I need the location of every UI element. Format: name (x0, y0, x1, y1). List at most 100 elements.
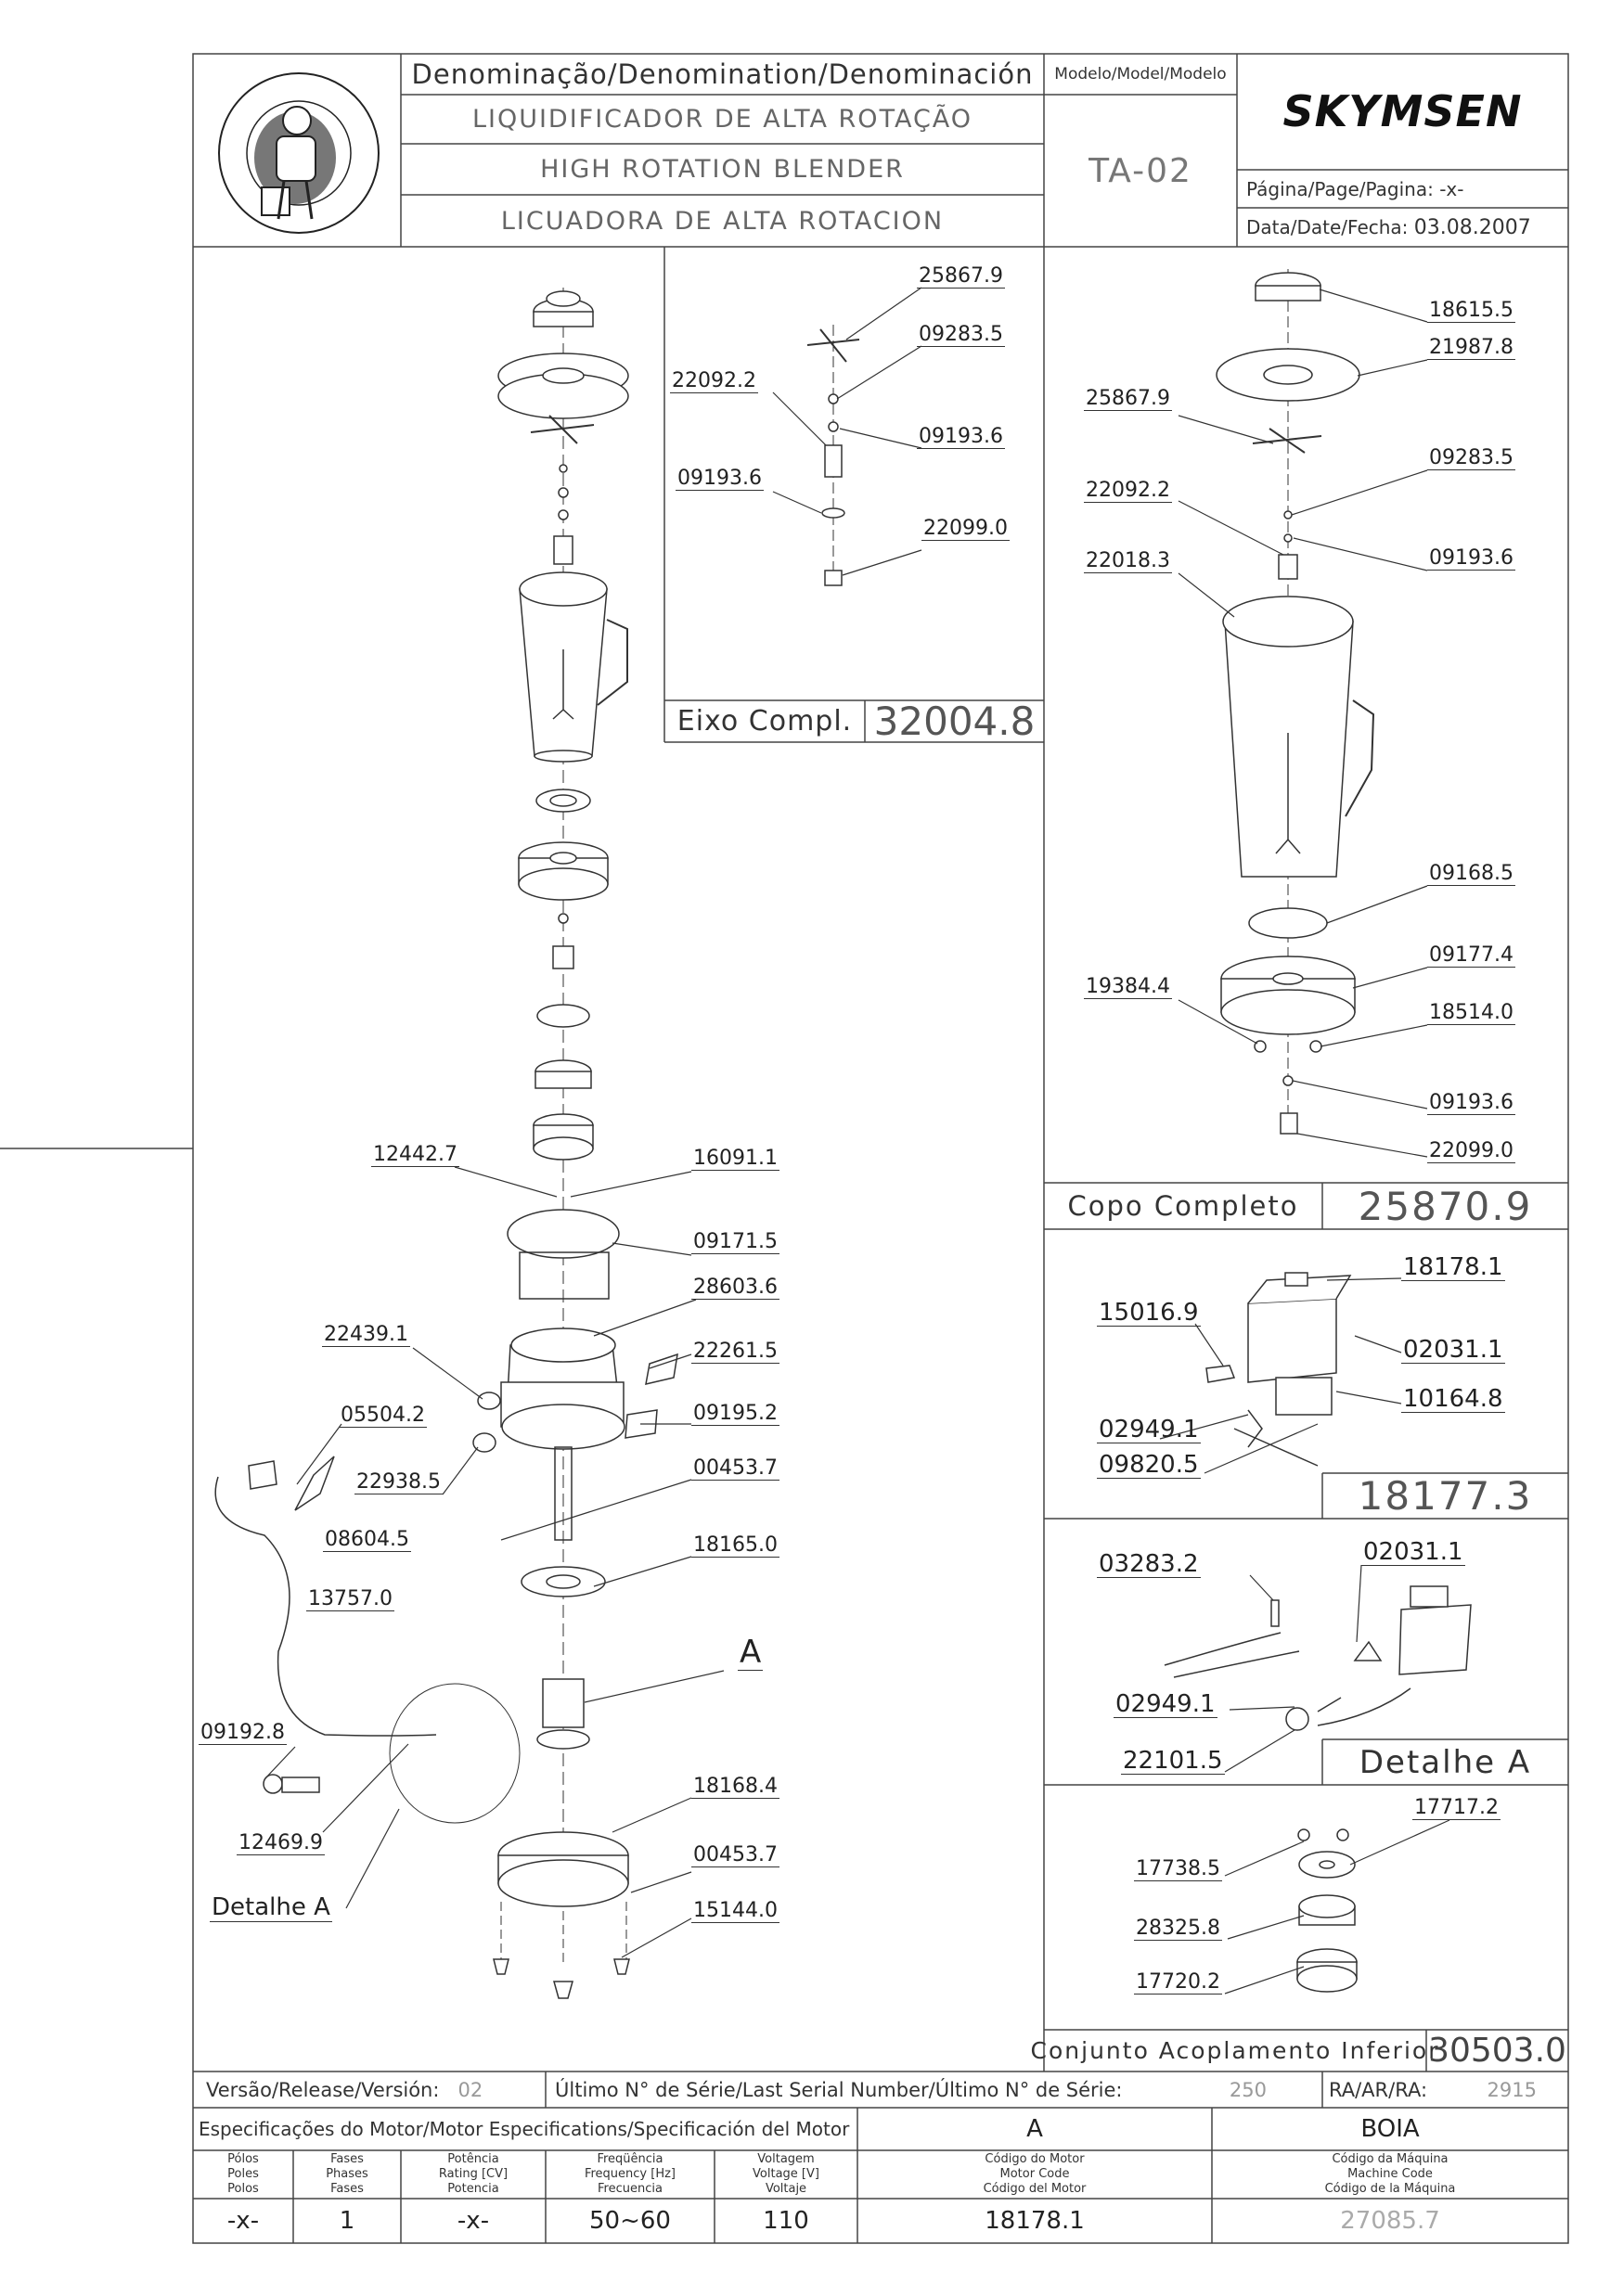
part-label: 02031.1 (1401, 1336, 1505, 1364)
machine-name: BOIA (1360, 2115, 1420, 2143)
date-label: Data/Date/Fecha: (1246, 216, 1409, 238)
part-label: 09168.5 (1427, 862, 1515, 886)
coupling-assembly-code: 30503.0 (1428, 2032, 1566, 2070)
spec-value-machine-code: 27085.7 (1340, 2207, 1440, 2235)
cup-assembly-code: 25870.9 (1358, 1183, 1533, 1229)
model-label: Modelo/Model/Modelo (1054, 65, 1227, 83)
leader-lines (264, 287, 1450, 1995)
part-label: 12442.7 (371, 1143, 459, 1167)
product-name-es: LICUADORA DE ALTA ROTACION (500, 206, 945, 236)
header-line: Código do Motor (985, 2152, 1085, 2166)
part-label: 08604.5 (323, 1528, 411, 1552)
shaft-assembly-title: Eixo Compl. (676, 705, 853, 738)
part-label: 22099.0 (921, 517, 1010, 541)
header-line: Fases (330, 2152, 364, 2166)
coupling-drawing (1296, 1828, 1358, 1993)
header-line: Potência (447, 2152, 499, 2166)
spec-value-voltage: 110 (763, 2207, 809, 2235)
part-label: 09171.5 (691, 1230, 779, 1254)
part-label: 22092.2 (670, 369, 758, 393)
detail-a-title: Detalhe A (1359, 1743, 1532, 1781)
part-label: 09193.6 (1427, 1091, 1515, 1115)
motor-drawing (1205, 1272, 1352, 1467)
part-label: 16091.1 (691, 1147, 779, 1171)
part-label: 18615.5 (1427, 299, 1515, 323)
serial-value: 250 (1229, 2078, 1267, 2101)
motor-letter: A (1026, 2115, 1043, 2143)
detail-a-reference: Detalhe A (210, 1893, 332, 1922)
part-label: 22439.1 (322, 1323, 410, 1347)
header-line: Motor Code (999, 2167, 1070, 2181)
part-label: 09195.2 (691, 1402, 779, 1426)
part-label: 15016.9 (1097, 1299, 1201, 1327)
header-line: Voltage [V] (753, 2167, 819, 2181)
serial-label: Último N° de Série/Last Serial Number/Úl… (555, 2078, 1123, 2101)
part-label: 28325.8 (1134, 1917, 1222, 1941)
cup-assembly-title: Copo Completo (1067, 1190, 1299, 1222)
part-label: 17720.2 (1134, 1970, 1222, 1995)
part-label: 25867.9 (1084, 387, 1172, 411)
part-label: 18514.0 (1427, 1001, 1515, 1025)
header-line: Rating [CV] (438, 2167, 509, 2181)
part-label: 09283.5 (1427, 446, 1515, 470)
part-label: 13757.0 (306, 1587, 394, 1611)
date-field: Data/Date/Fecha: 03.08.2007 (1246, 208, 1531, 247)
part-label: 12469.9 (237, 1831, 325, 1855)
part-label: 09283.5 (917, 323, 1005, 347)
header-line: Voltaje (765, 2182, 807, 2196)
version-label: Versão/Release/Versión: (206, 2078, 440, 2101)
part-label: 18168.4 (691, 1775, 779, 1799)
part-label: 19384.4 (1084, 975, 1172, 999)
part-label: 09193.6 (917, 425, 1005, 449)
part-label: 00453.7 (691, 1456, 779, 1481)
part-label: 22099.0 (1427, 1139, 1515, 1163)
coupling-assembly-title: Conjunto Acoplamento Inferior (1030, 2037, 1440, 2064)
header-line: Pólos (227, 2152, 259, 2166)
header-line: Código da Máquina (1332, 2152, 1449, 2166)
spec-value-poles: -x- (226, 2207, 260, 2235)
header-line: Machine Code (1347, 2167, 1433, 2181)
part-label: 17717.2 (1412, 1796, 1501, 1820)
motor-code: 18177.3 (1358, 1473, 1533, 1519)
header-line: Poles (227, 2167, 259, 2181)
motor-spec-title: Especificações do Motor/Motor Especifica… (199, 2118, 850, 2140)
part-label: 09192.8 (199, 1721, 287, 1745)
part-label: 18178.1 (1401, 1253, 1505, 1281)
part-label: 09177.4 (1427, 943, 1515, 968)
product-name-pt: LIQUIDIFICADOR DE ALTA ROTAÇÃO (471, 105, 973, 134)
date-value: 03.08.2007 (1413, 215, 1531, 239)
header-line: Frequency [Hz] (584, 2167, 676, 2181)
part-label: 22261.5 (691, 1340, 779, 1364)
part-label: 09193.6 (676, 467, 764, 491)
part-label: 02949.1 (1097, 1416, 1201, 1443)
part-label: 02949.1 (1114, 1690, 1217, 1718)
part-label: 17738.5 (1134, 1857, 1222, 1881)
version-field: Versão/Release/Versión: 02 (206, 2072, 546, 2108)
spec-value-rating: -x- (457, 2207, 490, 2235)
ra-value: 2915 (1487, 2078, 1537, 2101)
exploded-view-main (214, 288, 678, 1999)
shaft-assembly-code: 32004.8 (873, 699, 1036, 744)
serial-field: Último N° de Série/Last Serial Number/Úl… (555, 2072, 1322, 2108)
assistance-seal-logo (218, 72, 380, 234)
ra-label: RA/AR/RA: (1329, 2078, 1428, 2101)
header-line: Frecuencia (598, 2182, 663, 2196)
part-label: 09193.6 (1427, 546, 1515, 571)
part-label: 09820.5 (1097, 1451, 1201, 1479)
version-value: 02 (457, 2078, 483, 2101)
part-label: 15144.0 (691, 1899, 779, 1923)
part-label: 03283.2 (1097, 1550, 1201, 1578)
model-value: TA-02 (1088, 151, 1192, 190)
header-line: Potencia (447, 2182, 499, 2196)
part-label: 22018.3 (1084, 549, 1172, 573)
spec-value-phases: 1 (339, 2207, 355, 2235)
product-name-en: HIGH ROTATION BLENDER (540, 155, 905, 184)
header-line: Polos (227, 2182, 259, 2196)
denomination-label: Denominação/Denomination/Denominación (411, 58, 1034, 90)
